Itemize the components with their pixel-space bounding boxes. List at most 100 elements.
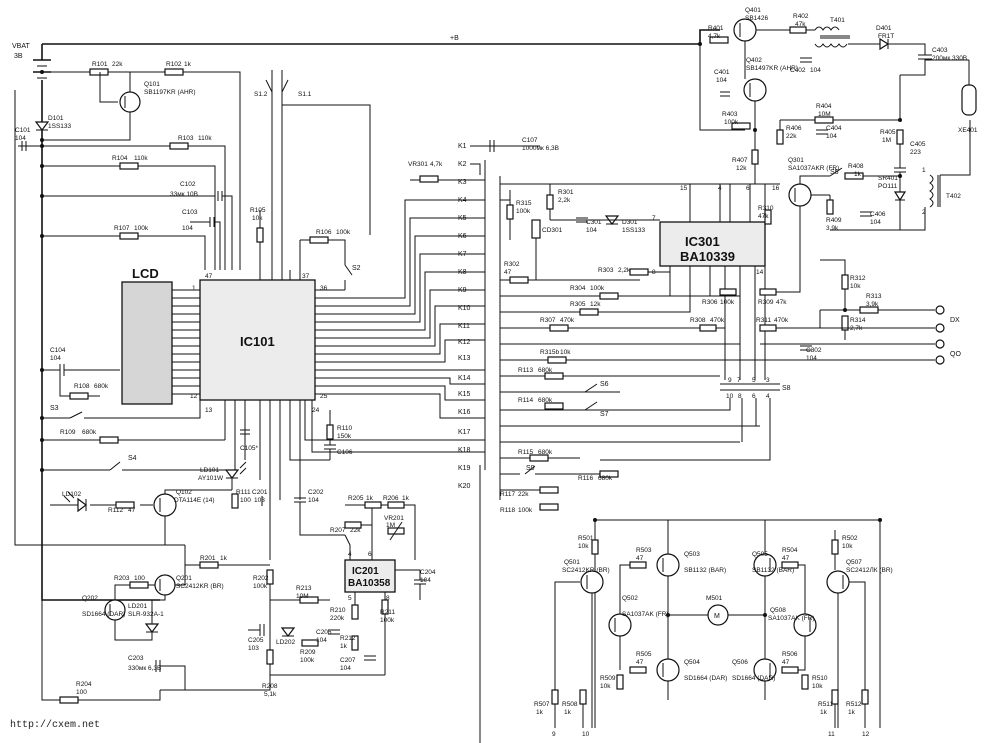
- c203-label: C203: [128, 655, 144, 662]
- t401-label: T401: [830, 17, 845, 24]
- r209-value: 100k: [300, 657, 315, 664]
- c206-value: 104: [316, 637, 327, 644]
- r406-value: 22k: [786, 133, 797, 140]
- vr201-value: 1M: [386, 522, 395, 529]
- r211-label: R211: [380, 609, 395, 616]
- r511-label: R511: [818, 701, 833, 708]
- s9-label: S9: [526, 465, 535, 472]
- k15: K15: [458, 391, 471, 398]
- c204-value: 104: [420, 577, 431, 584]
- pin-9: 9: [552, 731, 556, 738]
- q102-label: Q102: [176, 489, 192, 496]
- r407-value: 12k: [736, 165, 747, 172]
- r510-value: 10k: [812, 683, 823, 690]
- c406-label: C406: [870, 211, 886, 218]
- c106-label: C106: [337, 449, 353, 456]
- r115-r118: R115 680k S9 R116 680k R117 22k R118 100…: [500, 449, 619, 514]
- r404-label: R404: [816, 103, 832, 110]
- ic101-pin1: 1: [192, 285, 196, 292]
- battery-vbat: VBAT 3B: [12, 43, 51, 79]
- ic301-pin6: 6: [746, 185, 750, 192]
- qo-label: QO: [950, 351, 961, 358]
- dx-label: DX: [950, 317, 960, 324]
- q503-label: Q503: [684, 551, 700, 558]
- r109-s4: R109 680k S4: [42, 429, 235, 471]
- r402-value: 47k: [795, 21, 806, 28]
- c102-label: C102: [180, 181, 196, 188]
- c107-value: 1000мк 6,3B: [522, 145, 559, 152]
- r206-label: R206: [383, 495, 399, 502]
- k1: K1: [458, 143, 467, 150]
- q506-label: Q506: [732, 659, 748, 666]
- r110-c106-c105: R110 150k C106 C105*: [240, 410, 353, 460]
- r308-label: R308: [690, 317, 706, 324]
- watermark-url: http://cxem.net: [10, 719, 100, 731]
- k14: K14: [458, 375, 471, 382]
- d101-label: D101: [48, 115, 64, 122]
- pin-12: 12: [862, 731, 870, 738]
- q102-section: LD102 R112 47 Q102 DTA114E (14) R111 100…: [50, 489, 345, 545]
- ld102-label: LD102: [62, 491, 82, 498]
- connector-block: C107 1000мк 6,3B VR301 4,7k K1 K2 K3 K4 …: [408, 137, 780, 500]
- lcd-label: LCD: [132, 266, 159, 281]
- r405-label: R405: [880, 129, 896, 136]
- r204-value: 100: [76, 689, 87, 696]
- m501-label: M501: [706, 595, 723, 602]
- pin-11: 11: [828, 731, 835, 738]
- ic301-pin16: 16: [772, 185, 780, 192]
- r314-label: R314: [850, 317, 866, 324]
- r408-value: 1k: [854, 171, 862, 178]
- s8-p6: 6: [752, 393, 756, 400]
- ic301-name: IC301: [685, 234, 720, 249]
- r117-label: R117: [500, 491, 515, 498]
- q508-label: Q508: [770, 607, 786, 614]
- ic201-pin5: 5: [348, 595, 352, 602]
- r511-value: 1k: [820, 709, 828, 716]
- r111-label: R111: [236, 489, 251, 496]
- k19: K19: [458, 465, 471, 472]
- cd301-label: CD301: [542, 227, 563, 234]
- q401-label: Q401: [745, 7, 761, 14]
- r113-value: 680k: [538, 367, 553, 374]
- c405-label: C405: [910, 141, 926, 148]
- r509-label: R509: [600, 675, 616, 682]
- r212-label: R212: [340, 635, 356, 642]
- sr401-label: SR401: [878, 175, 898, 182]
- r315-label: R315: [516, 200, 532, 207]
- q504-label: Q504: [684, 659, 700, 666]
- r404-value: 10M: [818, 111, 831, 118]
- s5-label: S5: [830, 169, 839, 176]
- r205-value: 1k: [366, 495, 374, 502]
- c205-value: 103: [248, 645, 259, 652]
- q101-value: SB1197KR (AHR): [144, 89, 196, 96]
- ic301-pin15: 15: [680, 185, 688, 192]
- r406-label: R406: [786, 125, 802, 132]
- c104-r108-s3: C104 104 R108 680k S3: [42, 347, 201, 419]
- r307-label: R307: [540, 317, 556, 324]
- c202-value: 104: [308, 497, 319, 504]
- s8-p4: 4: [766, 393, 770, 400]
- r204-label: R204: [76, 681, 92, 688]
- r101-value: 22k: [112, 61, 123, 68]
- r310-label: R310: [758, 205, 774, 212]
- ic101: IC101 1 47 37 36 25 24 13 12: [190, 199, 485, 560]
- r306-value: 100k: [720, 299, 735, 306]
- r313-label: R313: [866, 293, 882, 300]
- power-rails: [14, 29, 881, 743]
- q201-label: Q201: [176, 575, 192, 582]
- t402-label: T402: [946, 193, 961, 200]
- k8: K8: [458, 269, 467, 276]
- d401-value: FR1T: [878, 33, 894, 40]
- k18: K18: [458, 447, 471, 454]
- c103-label: C103: [182, 209, 198, 216]
- k10: K10: [458, 305, 471, 312]
- r401-label: R401: [708, 25, 724, 32]
- r210-label: R210: [330, 607, 346, 614]
- k5: K5: [458, 215, 467, 222]
- ic101-pin24: 24: [312, 407, 320, 414]
- r504-label: R504: [782, 547, 798, 554]
- r408-label: R408: [848, 163, 864, 170]
- c201-value: 103: [254, 497, 265, 504]
- c206-label: C206: [316, 629, 332, 636]
- motor-hbridge: R501 10k Q501 SC2412KR (BR) R503 47 Q503…: [534, 520, 893, 738]
